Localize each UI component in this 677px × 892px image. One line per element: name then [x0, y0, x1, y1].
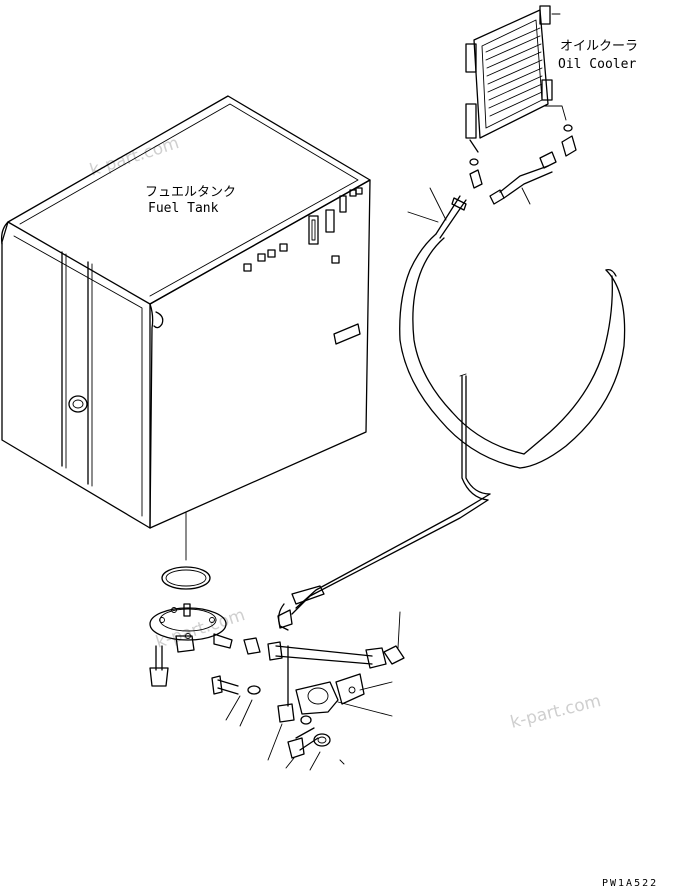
elbow-fitting[interactable] [561, 135, 577, 157]
hose-fitting[interactable] [435, 195, 461, 235]
oil-cooler-label-jp: オイルクーラ [560, 39, 638, 54]
elbow-fitting[interactable] [277, 703, 295, 723]
hose-fitting[interactable] [291, 585, 325, 605]
connector[interactable] [469, 169, 483, 189]
drawing-code: PW1A522 [602, 878, 658, 889]
connector[interactable] [539, 151, 557, 169]
o-ring[interactable] [469, 158, 479, 166]
watermark-right: k-part.com [508, 691, 603, 733]
fuel-sensor[interactable] [295, 681, 339, 715]
tank-flange[interactable] [149, 603, 227, 653]
leader-lines [225, 187, 531, 771]
fuel-tank-label-en: Fuel Tank [148, 201, 219, 216]
fuel-tank[interactable] [0, 95, 371, 529]
hose-end[interactable] [267, 641, 283, 661]
oil-cooler[interactable] [465, 5, 561, 153]
o-ring[interactable] [563, 124, 573, 132]
watermark-top: k-part.com [87, 133, 181, 181]
cooler-leader-line [543, 105, 567, 121]
hose-end[interactable] [365, 647, 387, 669]
fuel-tank-label-jp: フュエルタンク [145, 185, 236, 200]
plug[interactable] [213, 633, 233, 649]
bolt[interactable] [287, 737, 305, 759]
washer[interactable] [247, 685, 261, 695]
bolt[interactable] [155, 645, 163, 671]
washer[interactable] [313, 733, 331, 747]
oil-cooler-label-en: Oil Cooler [558, 57, 636, 72]
sensor-bracket[interactable] [335, 673, 365, 705]
adapter[interactable] [243, 637, 261, 655]
gasket[interactable] [161, 566, 211, 590]
o-ring[interactable] [300, 715, 312, 725]
elbow-fitting[interactable] [383, 645, 405, 665]
